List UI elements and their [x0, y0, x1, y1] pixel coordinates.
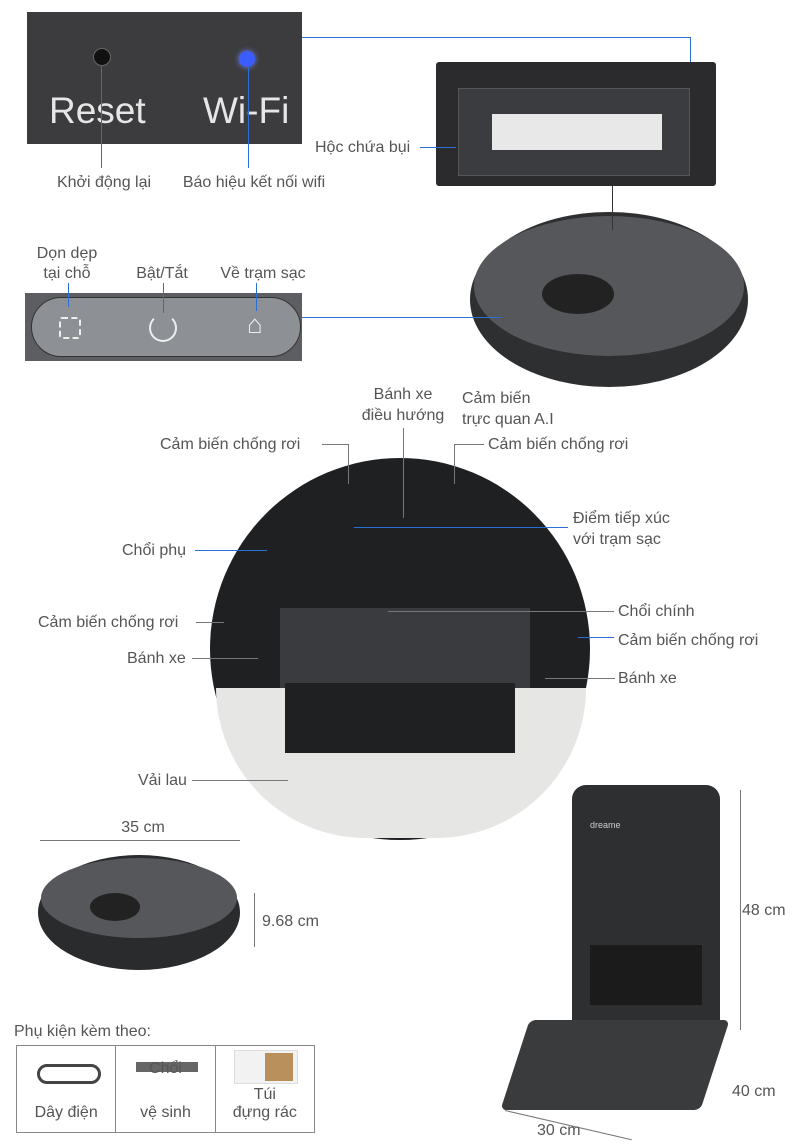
- dock-width-label: 30 cm: [537, 1122, 581, 1139]
- dock-height-label: 48 cm: [742, 902, 786, 919]
- steer-wheel-label-1: Bánh xe: [373, 386, 433, 403]
- cliff-sensor-right-label: Cảm biến chống rơi: [618, 632, 759, 649]
- robot-width-label: 35 cm: [121, 819, 165, 836]
- dust-bag-icon: [233, 1050, 298, 1084]
- restart-label: Khởi động lại: [56, 174, 152, 191]
- reset-button-hole: [93, 48, 111, 66]
- side-brush-label: Chổi phụ: [122, 542, 187, 559]
- accessory-label: Túi: [253, 1086, 276, 1103]
- spot-clean-label-2: tại chỗ: [43, 265, 91, 282]
- dock-depth-label: 40 cm: [732, 1083, 776, 1100]
- robot-top-image: [470, 212, 748, 387]
- mop-label: Vải lau: [138, 772, 187, 789]
- wheel-left-label: Bánh xe: [127, 650, 186, 667]
- dock-image: dreame: [572, 785, 720, 1045]
- cliff-sensor-top-left-label: Cảm biến chống rơi: [160, 436, 301, 453]
- return-dock-label: Về trạm sạc: [220, 265, 306, 282]
- cleaning-brush-icon: [136, 1062, 199, 1072]
- accessory-label: Dây điện: [34, 1104, 98, 1121]
- accessories-title: Phụ kiện kèm theo:: [14, 1023, 151, 1040]
- accessory-label: Chổi: [149, 1060, 182, 1077]
- power-label: Bật/Tắt: [136, 265, 188, 282]
- cliff-sensor-left-label: Cảm biến chống rơi: [38, 614, 179, 631]
- dust-bin-image: [436, 62, 716, 186]
- robot-bottom-image: [210, 458, 590, 840]
- reset-wifi-panel: Reset Wi-Fi: [27, 12, 302, 144]
- accessory-dust-bag: Túi đựng rác: [216, 1046, 314, 1132]
- wifi-signal-label: Báo hiệu kết nối wifi: [182, 174, 326, 191]
- home-icon: ⌂: [247, 309, 263, 339]
- power-icon: [149, 314, 177, 342]
- spot-clean-label-1: Dọn dẹp: [36, 245, 98, 262]
- wheel-right-label: Bánh xe: [618, 670, 677, 687]
- ai-sensor-label-1: Cảm biến: [462, 390, 531, 407]
- accessory-label: đựng rác: [232, 1104, 297, 1121]
- steer-wheel-label-2: điều hướng: [361, 407, 445, 424]
- power-cord-icon: [37, 1064, 101, 1084]
- accessories-table: Dây điện Chổi vệ sinh Túi đựng rác: [16, 1045, 315, 1133]
- dust-bin-label: Hộc chứa bụi: [315, 139, 411, 156]
- robot-height-label: 9.68 cm: [262, 913, 319, 930]
- cliff-sensor-top-right-label: Cảm biến chống rơi: [488, 436, 629, 453]
- accessory-label: vệ sinh: [140, 1104, 191, 1121]
- contact-label-1: Điểm tiếp xúc: [573, 510, 670, 527]
- accessory-cleaning-brush: Chổi vệ sinh: [116, 1046, 216, 1132]
- robot-side-image: [38, 855, 240, 970]
- spot-clean-icon: [59, 317, 81, 339]
- accessory-power-cord: Dây điện: [17, 1046, 117, 1132]
- brand-logo: dreame: [590, 820, 621, 830]
- wifi-led-icon: [239, 51, 255, 67]
- wifi-text: Wi-Fi: [203, 90, 290, 131]
- contact-label-2: với trạm sạc: [573, 531, 661, 548]
- main-brush-label: Chổi chính: [618, 603, 695, 620]
- reset-text: Reset: [49, 90, 146, 131]
- ai-sensor-label-2: trực quan A.I: [462, 411, 554, 428]
